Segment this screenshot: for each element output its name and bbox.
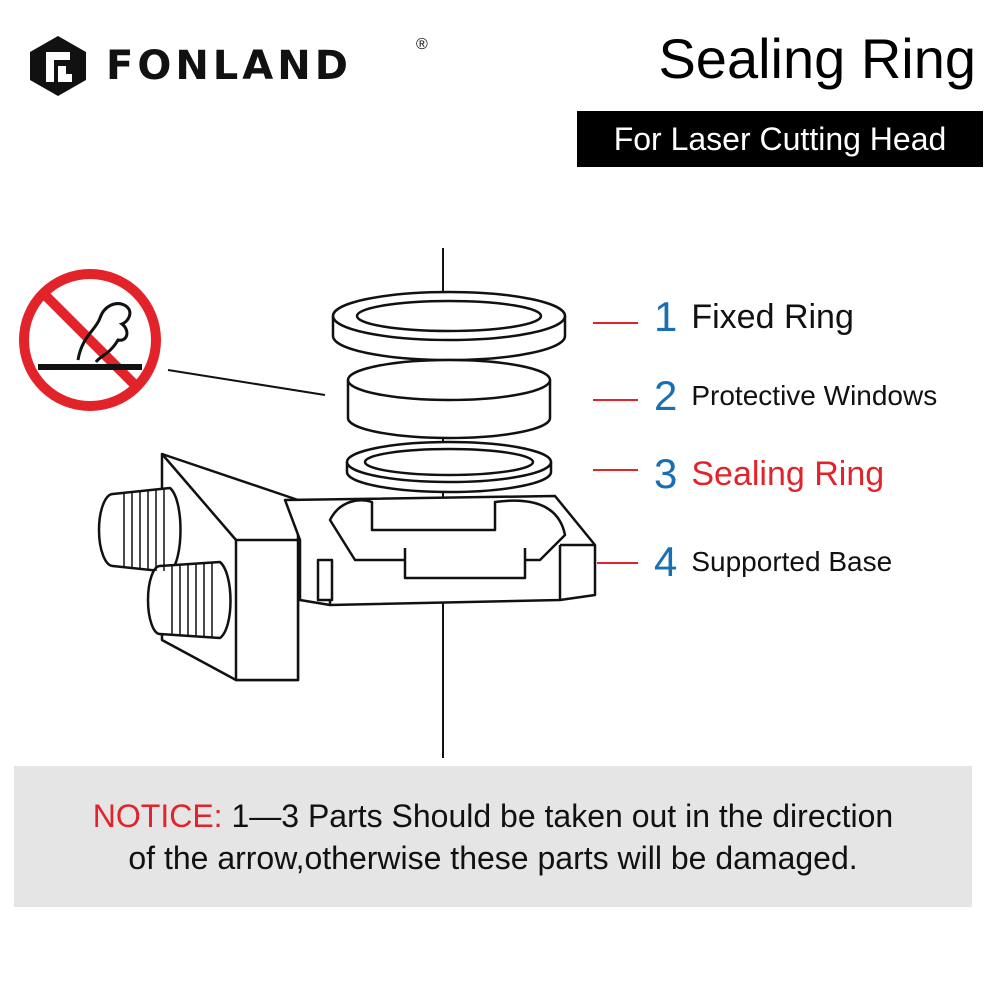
part-name: Supported Base [691, 546, 893, 577]
protective-window [346, 358, 552, 440]
part-number: 3 [654, 450, 678, 497]
part-label-1: 1 Fixed Ring [654, 293, 854, 341]
part-label-2: 2 Protective Windows [654, 372, 937, 420]
exploded-diagram [19, 248, 638, 758]
notice-prefix: NOTICE: [92, 797, 223, 834]
part-label-3: 3 Sealing Ring [654, 450, 884, 498]
part-name: Sealing Ring [691, 454, 885, 493]
part-label-4: 4 Supported Base [654, 538, 892, 586]
part-number: 4 [654, 538, 678, 585]
notice-box: NOTICE: 1—3 Parts Should be taken out in… [14, 766, 972, 907]
pointer-line [167, 369, 326, 396]
brand: FONLAND [28, 34, 352, 98]
no-touch-icon [19, 269, 161, 411]
sealing-ring [345, 440, 553, 494]
part-number: 2 [654, 372, 678, 419]
notice-text-1: 1—3 Parts Should be taken out in the dir… [222, 797, 894, 834]
page-title: Sealing Ring [658, 27, 976, 90]
part-number: 1 [654, 293, 678, 340]
part-name: Fixed Ring [691, 297, 854, 336]
page-subtitle: For Laser Cutting Head [577, 111, 983, 167]
knob-texture [123, 489, 213, 637]
fixed-ring [331, 290, 567, 362]
notice-line-1: NOTICE: 1—3 Parts Should be taken out in… [93, 795, 893, 837]
supported-base [97, 452, 597, 682]
registered-mark: ® [416, 36, 428, 53]
part-name: Protective Windows [691, 380, 938, 411]
fonland-logo-icon [30, 36, 86, 96]
notice-text-2: of the arrow,otherwise these parts will … [128, 839, 858, 876]
brand-name: FONLAND [106, 43, 352, 89]
